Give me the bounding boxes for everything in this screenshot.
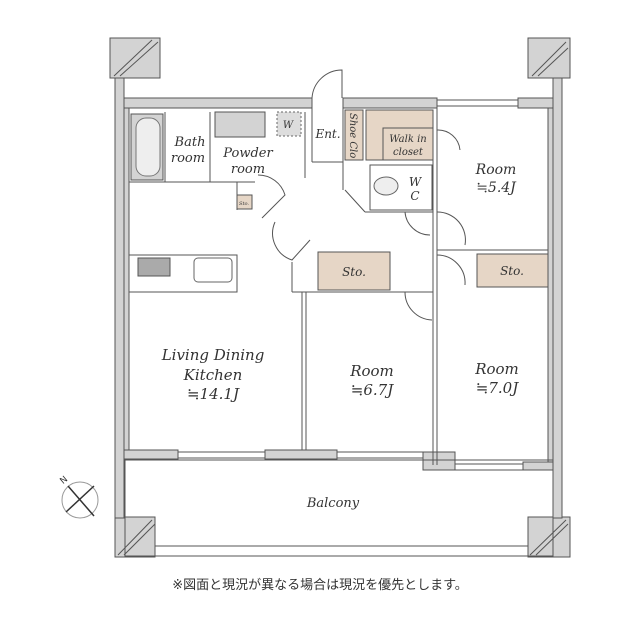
kitchen-counter — [128, 254, 238, 293]
wc-label: W — [409, 175, 423, 189]
washer-label: W — [283, 120, 294, 131]
disclaimer-note: ※図面と現況が異なる場合は現況を優先とします。 — [172, 578, 468, 593]
ldk-size: ≒14.1J — [187, 385, 240, 403]
compass-icon: N — [59, 475, 99, 519]
storage-right-label: Sto. — [500, 264, 524, 278]
column-bottom-right — [527, 516, 571, 558]
room-east-name: Room — [474, 360, 519, 378]
entrance-label: Ent. — [314, 127, 340, 141]
balcony-label: Balcony — [306, 496, 360, 511]
washer-space — [276, 111, 302, 137]
walk-in-closet — [365, 109, 434, 161]
room-middle-name: Room — [349, 362, 394, 380]
column-bottom-left — [114, 516, 156, 558]
room-north-size: ≒5.4J — [476, 180, 517, 196]
bathtub — [130, 113, 164, 181]
column-top-left — [109, 37, 161, 79]
shoe-closet-label: Shoe Clo — [347, 113, 358, 158]
exterior-walls — [114, 77, 563, 557]
room-middle-size: ≒6.7J — [351, 381, 394, 399]
doors — [257, 69, 466, 321]
interior-walls — [129, 108, 548, 465]
ldk-label: Living Dining — [161, 346, 265, 364]
ldk-label-2: Kitchen — [183, 366, 243, 384]
walk-in-closet-label-2: closet — [393, 147, 424, 158]
storage-center — [317, 251, 391, 291]
small-storage — [236, 194, 253, 210]
storage-right — [476, 253, 549, 288]
wc-label-2: C — [410, 189, 419, 203]
column-top-right — [527, 37, 571, 79]
room-north-name: Room — [475, 162, 517, 178]
walk-in-closet-label: Walk in — [389, 134, 426, 145]
room-east-size: ≒7.0J — [476, 379, 519, 397]
storage-center-label: Sto. — [342, 265, 366, 279]
powder-label: Powder — [222, 146, 273, 161]
north-label: N — [59, 475, 71, 487]
washbasin — [214, 111, 266, 138]
bath-label-2: room — [171, 151, 205, 166]
powder-label-2: room — [231, 162, 265, 177]
shoe-closet — [344, 109, 364, 161]
small-storage-label: Sto. — [239, 201, 249, 207]
bath-label: Bath — [174, 135, 206, 150]
toilet — [369, 164, 433, 211]
